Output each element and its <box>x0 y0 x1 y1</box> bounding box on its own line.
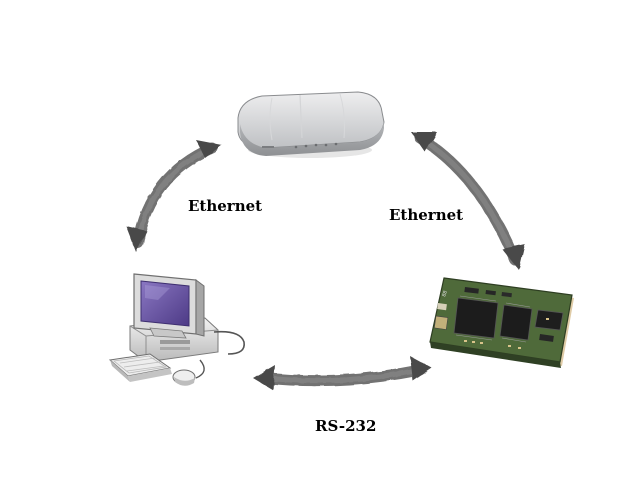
ethernet-label-right: Ethernet <box>389 206 464 224</box>
rs232-arrow <box>253 356 432 390</box>
rs232-label: RS-232 <box>315 417 377 435</box>
ethernet-arrow-right <box>411 132 525 270</box>
svg-text:88: 88 <box>441 290 449 298</box>
desktop-computer-icon <box>108 273 245 386</box>
network-router-icon <box>237 91 385 158</box>
ethernet-arrow-left <box>126 140 222 252</box>
embedded-board-icon: 88 <box>429 277 574 368</box>
ethernet-label-left: Ethernet <box>188 197 263 215</box>
